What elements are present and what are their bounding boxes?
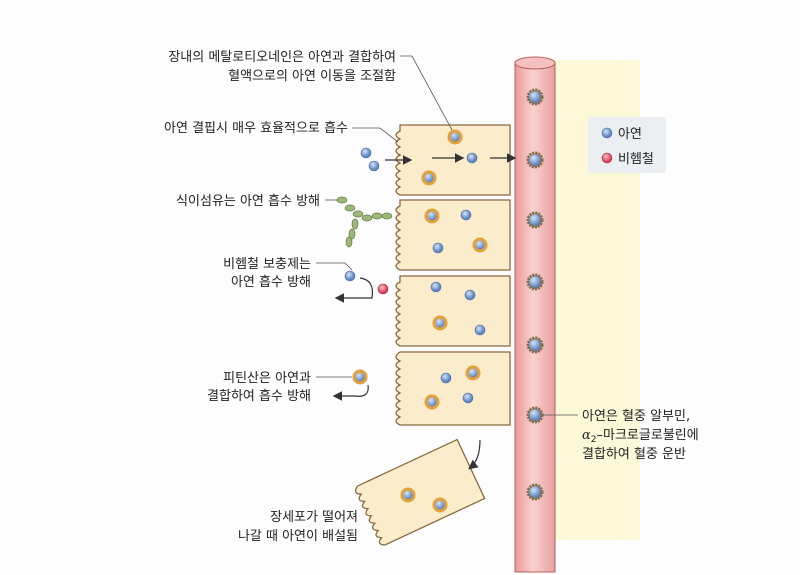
label-metallothionein: 혈액으로의 아연 이동을 조절함 — [228, 69, 396, 84]
legend-zinc-label: 아연 — [618, 127, 642, 142]
annotations: 장내의 메탈로티오네인은 아연과 결합하여 혈액으로의 아연 이동을 조절함 아… — [164, 50, 699, 544]
label-phytate: 결합하여 흡수 방해 — [207, 389, 311, 404]
enterocyte-column — [354, 124, 511, 546]
legend-zinc-swatch — [601, 127, 613, 139]
macroglobulin-text: –마크로글로불린에 — [597, 428, 699, 443]
legend-iron-label: 비헴철 — [618, 152, 654, 167]
legend-iron-swatch — [601, 152, 613, 164]
zinc-in-cells — [344, 129, 488, 513]
label-nonheme-iron: 비헴철 보충제는 — [223, 257, 311, 272]
label-metallothionein: 장내의 메탈로티오네인은 아연과 결합하여 — [168, 50, 396, 65]
label-transport: 결합하여 혈중 운반 — [582, 447, 686, 462]
legend: 아연 비헴철 — [588, 117, 666, 173]
label-transport: α2–마크로글로불린에 — [582, 428, 699, 445]
bound-zinc-particles — [526, 88, 544, 501]
label-phytate: 피틴산은 아연과 — [223, 371, 311, 386]
vessel-opening — [514, 56, 556, 70]
leader-lines — [316, 55, 578, 416]
intestinal-cell — [395, 275, 511, 347]
intestinal-cell — [395, 199, 511, 271]
alpha-symbol: α — [582, 428, 591, 443]
shed-cell — [354, 438, 486, 546]
label-fiber: 식이섬유는 아연 흡수 방해 — [176, 194, 320, 209]
alpha-subscript: 2 — [591, 435, 597, 445]
label-shed-cell: 장세포가 떨어져 — [270, 510, 358, 525]
flow-arrows — [332, 153, 517, 470]
label-transport: 아연은 혈중 알부민, — [582, 409, 690, 424]
label-nonheme-iron: 아연 흡수 방해 — [231, 275, 311, 290]
nonheme-iron-particle — [377, 283, 389, 295]
label-deficiency: 아연 결핍시 매우 효율적으로 흡수 — [164, 121, 348, 136]
dietary-fiber — [336, 196, 393, 248]
intestinal-cell — [395, 351, 511, 426]
label-shed-cell: 나갈 때 아연이 배설됨 — [238, 529, 358, 544]
